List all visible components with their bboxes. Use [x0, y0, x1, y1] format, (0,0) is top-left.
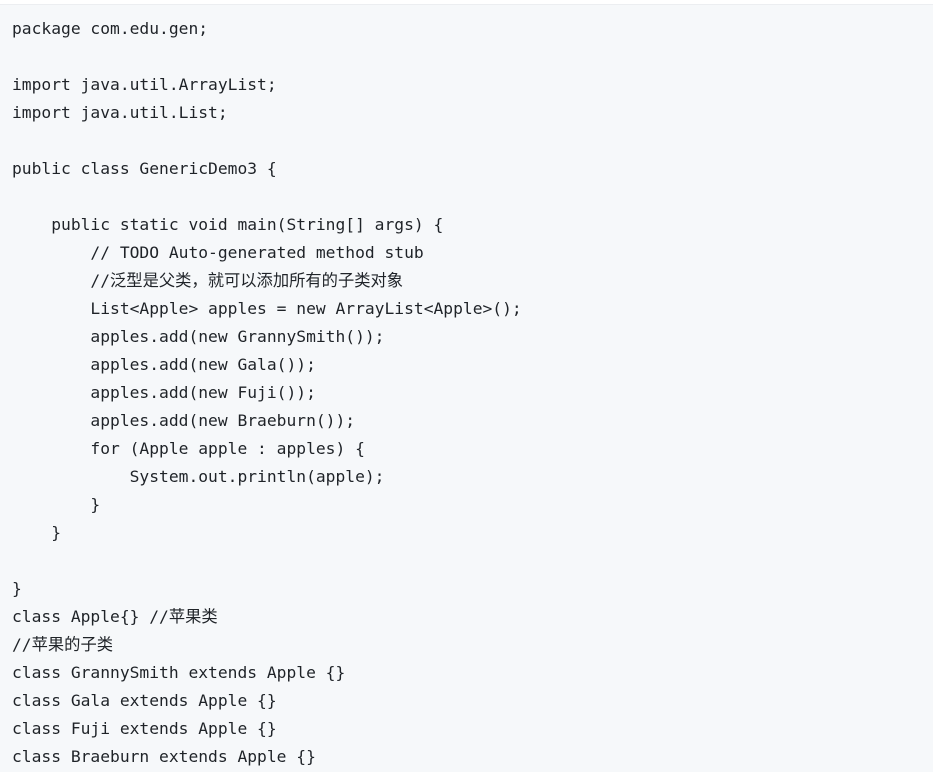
code-line: List<Apple> apples = new ArrayList<Apple… [12, 299, 522, 318]
code-line: // TODO Auto-generated method stub [12, 243, 424, 262]
code-line: public static void main(String[] args) { [12, 215, 444, 234]
code-block: package com.edu.gen; import java.util.Ar… [0, 4, 933, 772]
code-line [12, 547, 522, 575]
code-line: //苹果的子类 [12, 635, 114, 654]
code-line: public class GenericDemo3 { [12, 159, 277, 178]
code-line: apples.add(new Braeburn()); [12, 411, 356, 430]
code-line: System.out.println(apple); [12, 467, 385, 486]
code-line: import java.util.List; [12, 103, 228, 122]
code-line: apples.add(new Fuji()); [12, 383, 316, 402]
code-line [12, 127, 522, 155]
code-line: class Braeburn extends Apple {} [12, 747, 316, 766]
code-line: apples.add(new Gala()); [12, 355, 316, 374]
code-line: } [12, 579, 22, 598]
code-line: } [12, 495, 101, 514]
code-line [12, 183, 522, 211]
code-line: apples.add(new GrannySmith()); [12, 327, 385, 346]
code-line: class Fuji extends Apple {} [12, 719, 277, 738]
code-line: //泛型是父类，就可以添加所有的子类对象 [12, 271, 404, 290]
code-line: for (Apple apple : apples) { [12, 439, 365, 458]
code-line: class GrannySmith extends Apple {} [12, 663, 346, 682]
code-line: class Apple{} //苹果类 [12, 607, 218, 626]
code-line [12, 43, 522, 71]
code-line: import java.util.ArrayList; [12, 75, 277, 94]
code-line: } [12, 523, 62, 542]
code-line: package com.edu.gen; [12, 19, 209, 38]
code-lines: package com.edu.gen; import java.util.Ar… [12, 15, 522, 771]
code-line: class Gala extends Apple {} [12, 691, 277, 710]
